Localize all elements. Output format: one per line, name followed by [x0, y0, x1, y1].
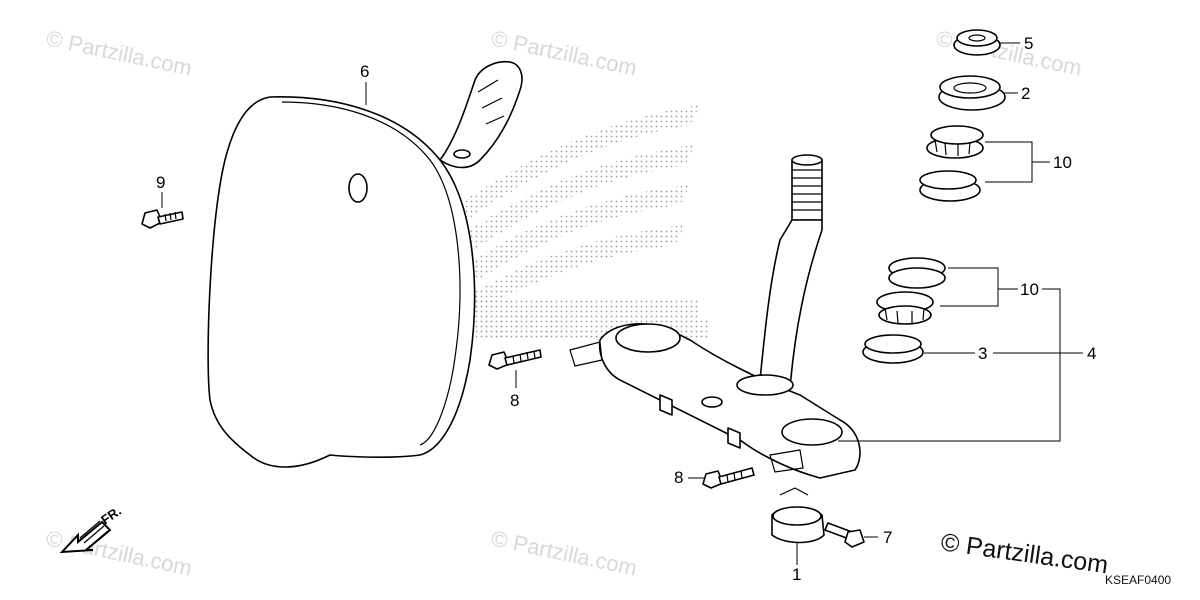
- steering-stem-assembly: [569, 154, 861, 479]
- watermark-text: © Partzilla.com: [44, 25, 194, 80]
- callout-10-lower: 10: [1020, 280, 1039, 299]
- bearing-10-upper: [919, 125, 1050, 202]
- dust-seal-2: [938, 75, 1018, 111]
- callout-3: 3: [978, 344, 987, 363]
- watermark-text: © Partzilla.com: [44, 525, 194, 580]
- copyright-watermark: © Partzilla.com: [939, 528, 1110, 579]
- callout-5: 5: [1024, 34, 1033, 53]
- bolt-8-upper: [488, 349, 542, 388]
- bolt-7: [824, 522, 878, 548]
- callout-1: 1: [792, 565, 801, 584]
- callout-10-upper: 10: [1053, 153, 1072, 172]
- watermark-text: © Partzilla.com: [934, 25, 1084, 80]
- bolt-9: [141, 192, 184, 229]
- steering-nut-5: [953, 29, 1020, 56]
- callout-2: 2: [1021, 84, 1030, 103]
- bearing-10-lower: [876, 257, 1018, 325]
- callout-8-upper: 8: [510, 391, 519, 410]
- leader-4: [838, 288, 1083, 442]
- bolt-8-lower: [688, 467, 755, 489]
- callout-7: 7: [883, 528, 892, 547]
- watermark-text: © Partzilla.com: [489, 525, 639, 580]
- callout-4: 4: [1087, 344, 1096, 363]
- handlebar-clamp: [771, 487, 825, 565]
- callout-9: 9: [156, 173, 165, 192]
- diagram-code: KSEAF0400: [1105, 573, 1171, 587]
- dust-seal-3: [862, 334, 975, 364]
- number-plate: [207, 60, 523, 468]
- callout-8-lower: 8: [674, 468, 683, 487]
- callout-6: 6: [360, 62, 369, 81]
